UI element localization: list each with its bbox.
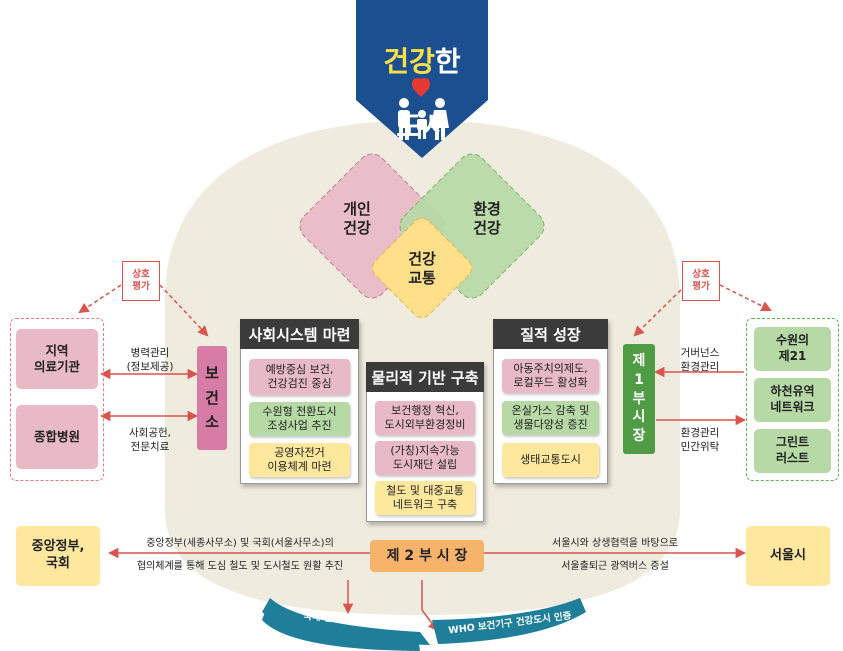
suwon-agenda21-box: 수원의 제21 <box>754 327 831 371</box>
banner-left-band <box>262 604 420 651</box>
physical-infra-panel: 물리적 기반 구축 보건행정 혁신, 도시외부환경정비 (가칭)지속가능 도시재… <box>366 362 484 522</box>
left-label-bottom: 사회공헌, 전문치료 <box>129 427 171 454</box>
quality-item-3: 생태교통도시 <box>502 443 599 477</box>
quality-item-1: 아동주치의제도, 로컬푸드 활성화 <box>502 359 599 393</box>
physical-infra-title: 물리적 기반 구축 <box>366 362 484 392</box>
bottom-right-label-bottom: 서울출퇴근 광역버스 증설 <box>561 561 669 572</box>
social-item-2: 수원형 전환도시 조성사업 추진 <box>249 402 350 436</box>
banner-right-shape <box>432 598 586 644</box>
title-line2: 도시 <box>396 109 448 143</box>
second-vice-mayor-box: 제 2 부 시 장 <box>370 540 484 572</box>
seoul-box: 서울시 <box>746 526 830 586</box>
health-center-box: 보 건 소 <box>197 346 227 450</box>
title-part1: 건강 <box>383 45 435 79</box>
bottom-left-label-bottom: 협의체계를 통해 도심 철도 및 도시철도 원활 추진 <box>136 561 344 572</box>
social-system-title: 사회시스템 마련 <box>240 319 359 349</box>
right-partners-group <box>746 318 839 481</box>
page-title: 건강한 도시 <box>356 14 488 143</box>
venn-environment-label: 환경 건강 <box>473 200 501 237</box>
social-system-panel: 사회시스템 마련 예방중심 보건, 건강검진 중심 수원형 전환도시 조성사업 … <box>240 319 359 484</box>
venn-personal-label: 개인 건강 <box>343 200 371 237</box>
right-label-top: 거버넌스 환경관리 <box>680 347 720 374</box>
venn-traffic-shape <box>371 217 473 319</box>
quality-item-2: 온실가스 감축 및 생물다양성 증진 <box>502 401 599 435</box>
venn-traffic-label: 건강 교통 <box>408 250 436 287</box>
family-icon <box>398 78 449 140</box>
left-label-top: 병력관리 (정보제공) <box>126 347 174 374</box>
local-medical-institution-box: 지역 의료기관 <box>16 329 98 389</box>
physical-item-2: (가칭)지속가능 도시재단 설립 <box>375 441 475 475</box>
right-label-bottom: 환경관리 민간위탁 <box>680 427 720 454</box>
social-item-1: 예방중심 보건, 건강검진 중심 <box>249 359 350 395</box>
central-government-box: 중앙정부, 국회 <box>16 526 100 586</box>
mutual-right-arrow-out <box>719 284 772 311</box>
river-network-box: 하천유역 네트워크 <box>754 378 831 422</box>
green-trust-box: 그린트 러스트 <box>754 429 831 473</box>
quality-growth-title: 질적 성장 <box>493 319 608 349</box>
quality-growth-panel: 질적 성장 아동주치의제도, 로컬푸드 활성화 온실가스 감축 및 생물다양성 … <box>493 319 608 484</box>
mutual-right-arrow-in <box>633 284 687 337</box>
general-hospital-box: 종합병원 <box>16 405 98 469</box>
first-vice-mayor-box: 제 1 부 시 장 <box>623 344 655 454</box>
physical-item-3: 철도 및 대중교통 네트워크 구축 <box>375 481 475 515</box>
left-institutions-group <box>10 318 104 481</box>
mutual-left-arrow-in <box>159 284 209 337</box>
mutual-eval-right-tag: 상호 평가 <box>682 261 720 301</box>
physical-item-1: 보건행정 혁신, 도시외부환경정비 <box>375 401 475 435</box>
social-item-3: 공영자전거 이용체계 마련 <box>249 443 350 477</box>
mutual-left-arrow-out <box>78 284 122 314</box>
title-part2: 한 <box>434 45 461 79</box>
banner-left-shape <box>262 598 430 645</box>
mutual-eval-left-tag: 상호 평가 <box>122 261 160 301</box>
bottom-right-label-top: 서울시와 상생협력을 바탕으로 <box>552 538 678 549</box>
bottom-left-label-top: 중앙정부(세종사무소) 및 국회(서울사무소)의 <box>146 538 334 549</box>
